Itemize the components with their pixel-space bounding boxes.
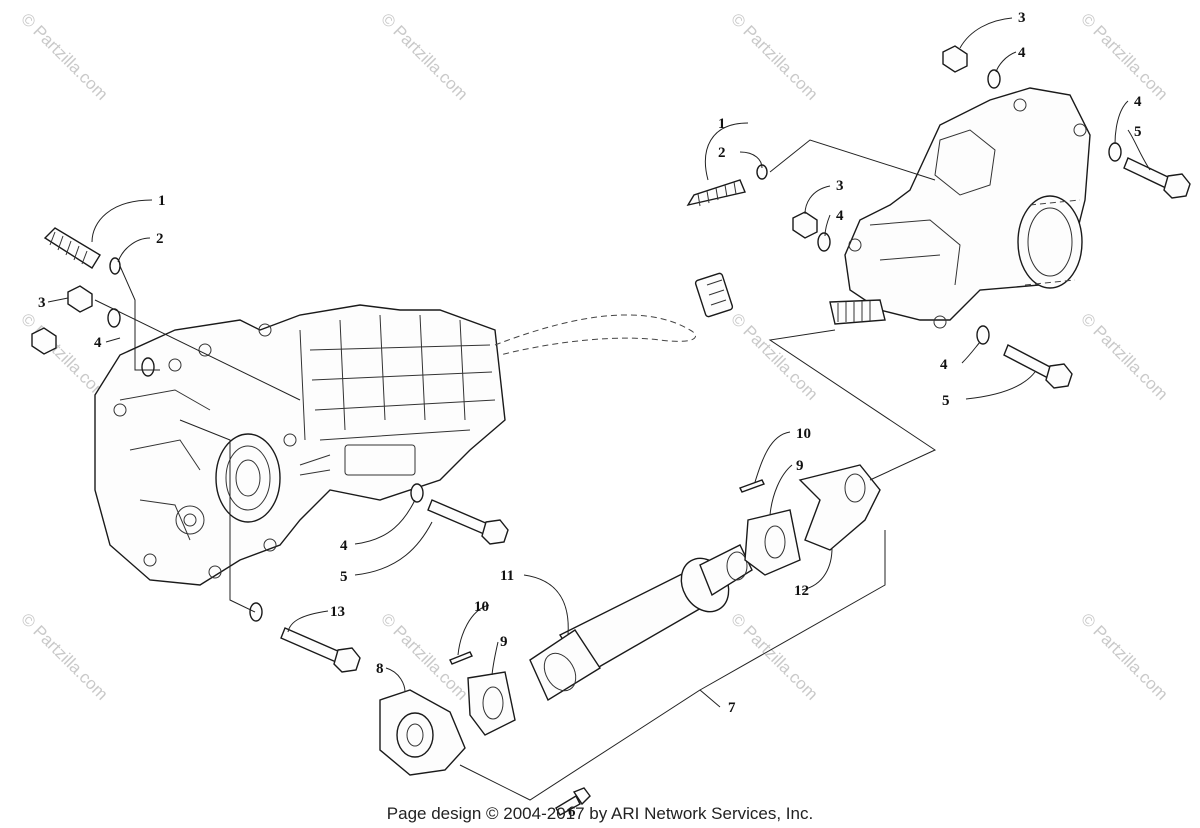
- wiring-harness: [494, 314, 696, 356]
- page-footer: Page design © 2004-2017 by ARI Network S…: [386, 804, 814, 823]
- callout: 4: [1134, 94, 1142, 110]
- driveshaft: [529, 544, 753, 702]
- callout: 3: [1018, 10, 1026, 26]
- callout: 12: [794, 583, 809, 599]
- callout: 4: [836, 208, 844, 224]
- callout: 5: [340, 569, 348, 585]
- bolt-5-left: [410, 483, 509, 545]
- callout: 2: [156, 231, 164, 247]
- bolt-5-right-bottom: [976, 325, 1073, 389]
- watermark: © Partzilla.com: [1077, 9, 1171, 103]
- callout: 4: [940, 357, 948, 373]
- callout: 4: [340, 538, 348, 554]
- rear-gearcase: [829, 87, 1091, 329]
- watermark: © Partzilla.com: [1077, 609, 1171, 703]
- callout: 13: [330, 604, 345, 620]
- bolt-13: [249, 602, 361, 673]
- leader-lines: [47, 17, 1151, 801]
- callout: 11: [500, 568, 514, 584]
- callout: 4: [1018, 45, 1026, 61]
- callout: 3: [38, 295, 46, 311]
- snap-ring-lower: [449, 651, 473, 665]
- callout: 5: [942, 393, 950, 409]
- washer-left-bottom: [141, 357, 155, 377]
- bolt-5-right-top: [1108, 142, 1191, 199]
- watermark: © Partzilla.com: [17, 609, 111, 703]
- universal-joint-lower: [467, 671, 516, 736]
- flange-8: [379, 689, 466, 776]
- washer-right-mid: [817, 232, 831, 252]
- vent-fitting-left: [43, 227, 101, 269]
- universal-joint-upper: [744, 509, 801, 576]
- watermark: © Partzilla.com: [727, 309, 821, 403]
- callout: 2: [718, 145, 726, 161]
- nut-left-bottom: [31, 327, 57, 355]
- callout: 6: [568, 804, 576, 820]
- nut-left-top: [67, 285, 93, 313]
- watermark: © Partzilla.com: [17, 9, 111, 103]
- callout: 1: [158, 193, 166, 209]
- yoke-12: [798, 464, 881, 551]
- callout: 10: [796, 426, 811, 442]
- callout: 9: [796, 458, 804, 474]
- screw-6: [555, 787, 591, 816]
- callout: 9: [500, 634, 508, 650]
- nut-right-mid: [792, 211, 818, 239]
- watermark: © Partzilla.com: [17, 309, 111, 403]
- watermark: © Partzilla.com: [377, 9, 471, 103]
- callout: 7: [728, 700, 736, 716]
- watermark: © Partzilla.com: [727, 609, 821, 703]
- harness-connector: [694, 272, 734, 318]
- watermark: © Partzilla.com: [727, 9, 821, 103]
- washer-right-top: [987, 69, 1001, 89]
- callout-labels: 1 2 3 4 4 5 13 1 2 3 4 4 5 3 4 4 5 10 9 …: [38, 10, 1142, 820]
- callout: 1: [718, 116, 726, 132]
- vent-fitting-right: [686, 179, 746, 207]
- callout: 8: [376, 661, 384, 677]
- snap-ring-upper: [739, 479, 765, 493]
- watermark: © Partzilla.com: [1077, 309, 1171, 403]
- transmission-assembly: [94, 304, 506, 586]
- callout: 5: [1134, 124, 1142, 140]
- callout: 3: [836, 178, 844, 194]
- callout: 4: [94, 335, 102, 351]
- callout: 10: [474, 599, 489, 615]
- nut-right-top: [942, 45, 968, 73]
